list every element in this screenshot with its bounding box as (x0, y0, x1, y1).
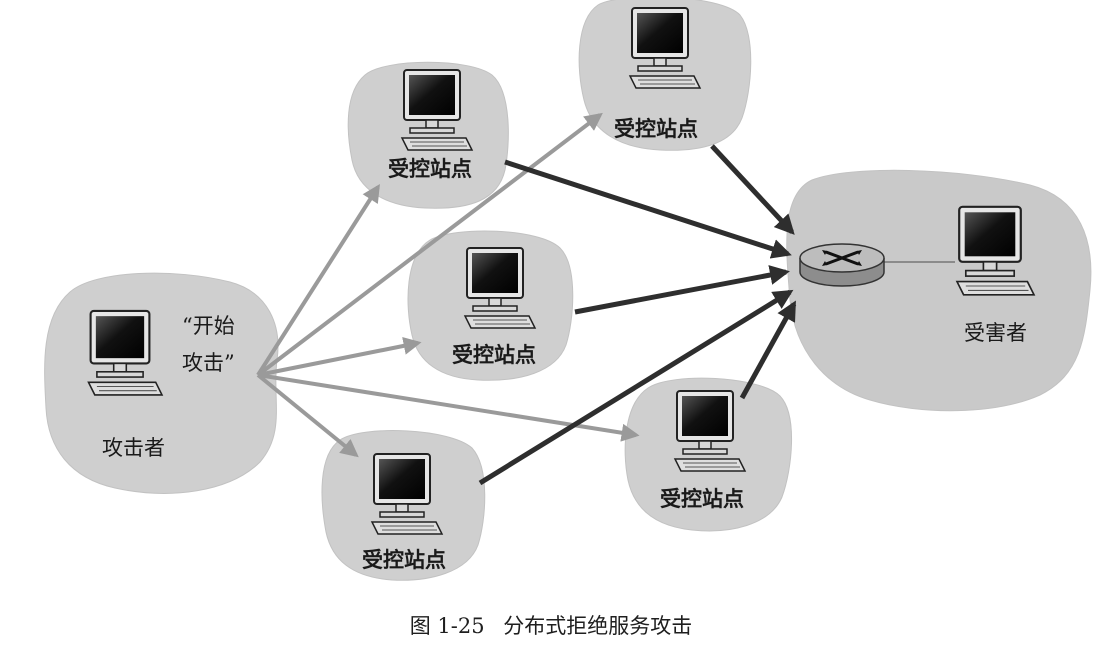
router-icon (799, 243, 885, 287)
attacker-quote-line1: “开始 (182, 314, 235, 338)
command-arrow-3 (257, 336, 422, 377)
zombie-label-4: 受控站点 (362, 547, 446, 572)
command-arrow-5 (257, 373, 640, 442)
zombie-cloud-1 (347, 61, 509, 209)
figure-caption: 图 1-25 分布式拒绝服务攻击 (0, 610, 1102, 640)
zombie-cloud-2 (578, 0, 752, 151)
command-arrow-1 (256, 183, 380, 377)
attack-arrow-1 (504, 159, 792, 259)
attack-arrow-2 (710, 144, 795, 235)
zombie-label-1: 受控站点 (388, 156, 472, 181)
victim-label: 受害者 (964, 321, 1027, 345)
attacker-cloud (44, 272, 279, 494)
command-arrow-2 (256, 112, 603, 377)
zombie-label-5: 受控站点 (660, 486, 744, 511)
figure-title: 分布式拒绝服务攻击 (503, 614, 693, 638)
ddos-diagram: “开始 攻击” 攻击者 受害者 受控站点 受控站点 受控站点 受控站点 受控站点 (44, 0, 1092, 581)
command-arrow-4 (256, 373, 359, 458)
victim-cloud (786, 169, 1092, 412)
figure-number: 图 1-25 (409, 614, 485, 638)
attacker-label: 攻击者 (102, 436, 165, 460)
attack-arrow-3 (574, 265, 790, 315)
zombie-label-3: 受控站点 (452, 342, 536, 367)
attack-arrow-5 (739, 300, 797, 400)
zombie-label-2: 受控站点 (614, 116, 698, 141)
attacker-quote-line2: 攻击” (182, 351, 235, 375)
attack-arrow-4 (478, 289, 794, 486)
